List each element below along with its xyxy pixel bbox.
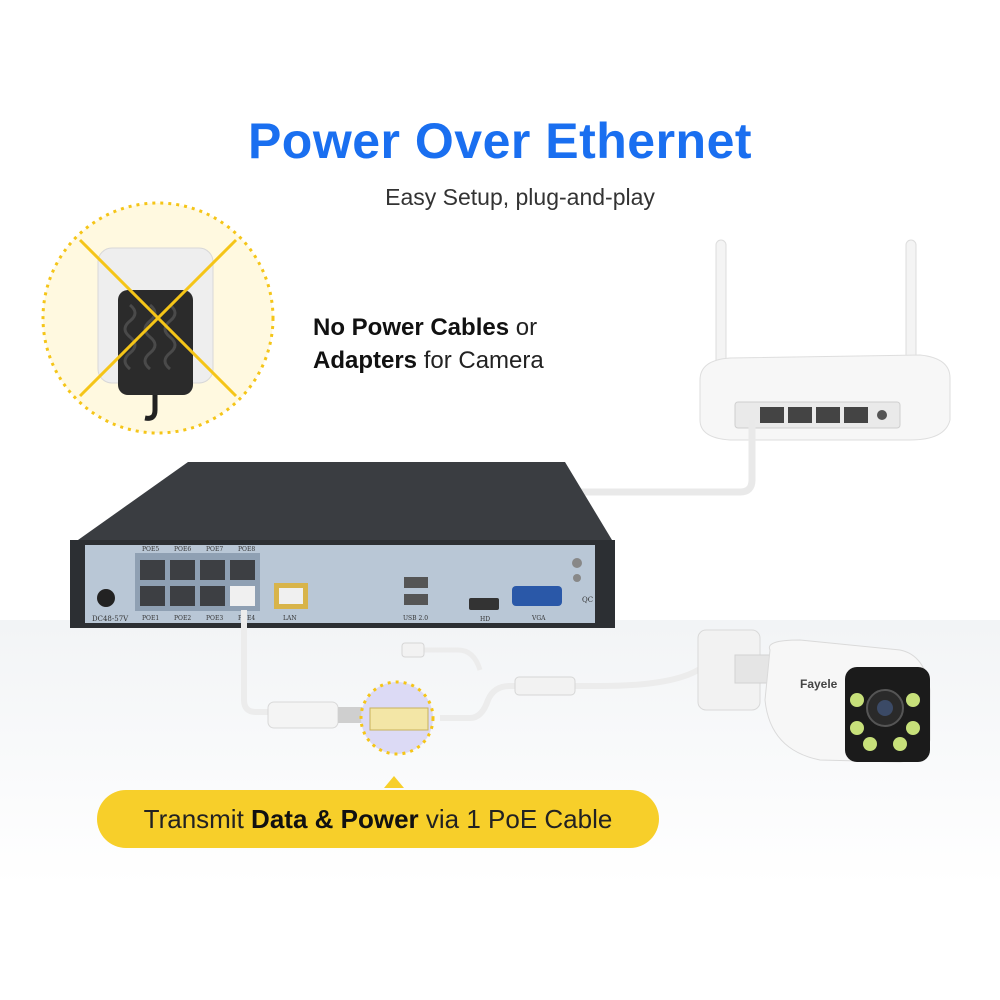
nvr-recorder: DC48-57V POE5 POE6 POE7 POE8 POE1 POE2 P… [70,462,615,628]
usb-label: USB 2.0 [403,615,428,622]
no-adapter-icon [41,201,275,435]
banner-text: via 1 PoE Cable [418,804,613,834]
poe-label: POE6 [174,546,191,553]
page-subtitle: Easy Setup, plug-and-play [385,184,655,210]
callout-bold: Adapters [313,347,418,374]
poe-label: POE3 [206,615,223,622]
dc-label: DC48-57V [92,615,129,623]
poe-label: POE8 [238,546,255,553]
router [699,239,951,441]
callout-bold: No Power Cables [313,314,510,341]
poe-label: POE7 [206,546,223,553]
banner-bold: Data & Power [251,804,419,834]
callout-text: or [509,314,538,341]
poe-banner: Transmit Data & Power via 1 PoE Cable [97,790,659,848]
page-title: Power Over Ethernet [247,113,753,169]
callout-text: for Camera [417,347,544,374]
camera-brand: Fayele [800,677,838,691]
lan-label: LAN [283,615,297,622]
banner-text: Transmit [143,804,252,834]
poe-label: POE2 [174,615,191,622]
bullet-camera: Fayele [697,629,931,763]
hd-label: HD [480,616,490,623]
vga-label: VGA [531,615,546,622]
no-power-callout: No Power Cables or Adapters for Camera [313,311,544,377]
qc-label: QC [582,596,593,604]
poe-label: POE1 [142,615,159,622]
poe-label: POE5 [142,546,159,553]
